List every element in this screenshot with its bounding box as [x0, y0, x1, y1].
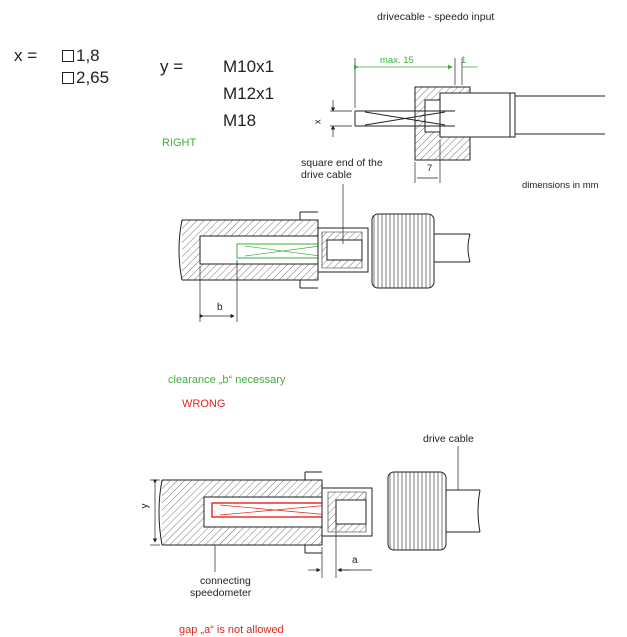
wrong-assembly: [150, 446, 481, 578]
dim-1: 1: [461, 55, 467, 66]
right-assembly: [178, 184, 471, 322]
callout-drive-cable: drive cable: [423, 433, 474, 445]
diagram-title: drivecable - speedo input: [377, 11, 495, 23]
x-spec-label: x =: [14, 46, 38, 65]
label-connecting: connecting: [200, 575, 251, 587]
dim-7: 7: [427, 163, 433, 174]
callout-square-end-1: square end of the: [301, 157, 383, 169]
cable-end-detail: [330, 58, 605, 183]
dim-a: a: [352, 555, 358, 566]
wrong-note: gap „a“ is not allowed: [179, 624, 284, 636]
wrong-heading: WRONG: [182, 398, 226, 410]
y-value-3: M18: [223, 111, 257, 130]
dim-max15: max. 15: [380, 55, 414, 66]
units-note: dimensions in mm: [522, 180, 599, 191]
dim-b: b: [217, 302, 223, 313]
callout-square-end-2: drive cable: [301, 169, 352, 181]
x-value-2: 2,65: [62, 69, 109, 86]
y-spec-label: y =: [160, 57, 184, 76]
square-icon: [62, 72, 74, 84]
x-value-1: 1,8: [62, 47, 100, 64]
right-heading: RIGHT: [162, 137, 197, 149]
label-speedometer: speedometer: [190, 587, 252, 599]
y-value-2: M12x1: [223, 84, 275, 103]
square-icon: [62, 50, 74, 62]
right-note: clearance „b“ necessary: [168, 374, 286, 386]
y-value-1: M10x1: [223, 57, 275, 76]
